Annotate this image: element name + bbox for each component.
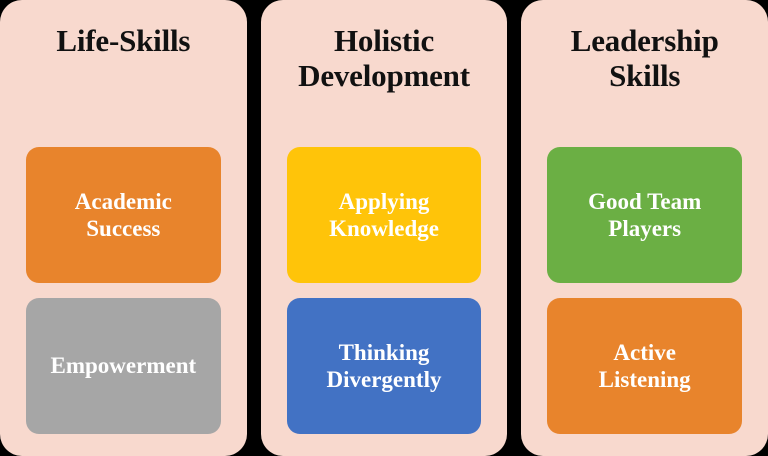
card-group-holistic-development: Applying Knowledge Thinking Divergently — [261, 147, 508, 434]
card-label-active-listening: Active Listening — [598, 339, 691, 392]
card-academic-success: Academic Success — [26, 147, 221, 283]
column-panel-leadership-skills: Leadership Skills Good Team Players Acti… — [521, 0, 768, 456]
card-label-empowerment: Empowerment — [50, 353, 197, 379]
card-active-listening: Active Listening — [547, 298, 743, 434]
card-label-academic-success: Academic Success — [74, 188, 172, 241]
card-label-good-team-players: Good Team Players — [588, 188, 702, 241]
card-empowerment: Empowerment — [26, 298, 221, 434]
card-applying-knowledge: Applying Knowledge — [286, 147, 482, 283]
column-title-life-skills: Life-Skills — [56, 23, 191, 58]
column-panel-life-skills: Life-Skills Academic Success Empowerment — [0, 0, 247, 456]
card-label-applying-knowledge: Applying Knowledge — [329, 188, 439, 241]
card-group-leadership-skills: Good Team Players Active Listening — [521, 147, 768, 434]
card-group-life-skills: Academic Success Empowerment — [0, 147, 247, 434]
card-thinking-divergently: Thinking Divergently — [286, 298, 482, 434]
column-panel-holistic-development: Holistic Development Applying Knowledge … — [260, 0, 508, 456]
card-good-team-players: Good Team Players — [547, 147, 743, 283]
column-title-holistic-development: Holistic Development — [298, 23, 470, 93]
card-label-thinking-divergently: Thinking Divergently — [326, 339, 442, 392]
column-title-leadership-skills: Leadership Skills — [570, 23, 719, 93]
